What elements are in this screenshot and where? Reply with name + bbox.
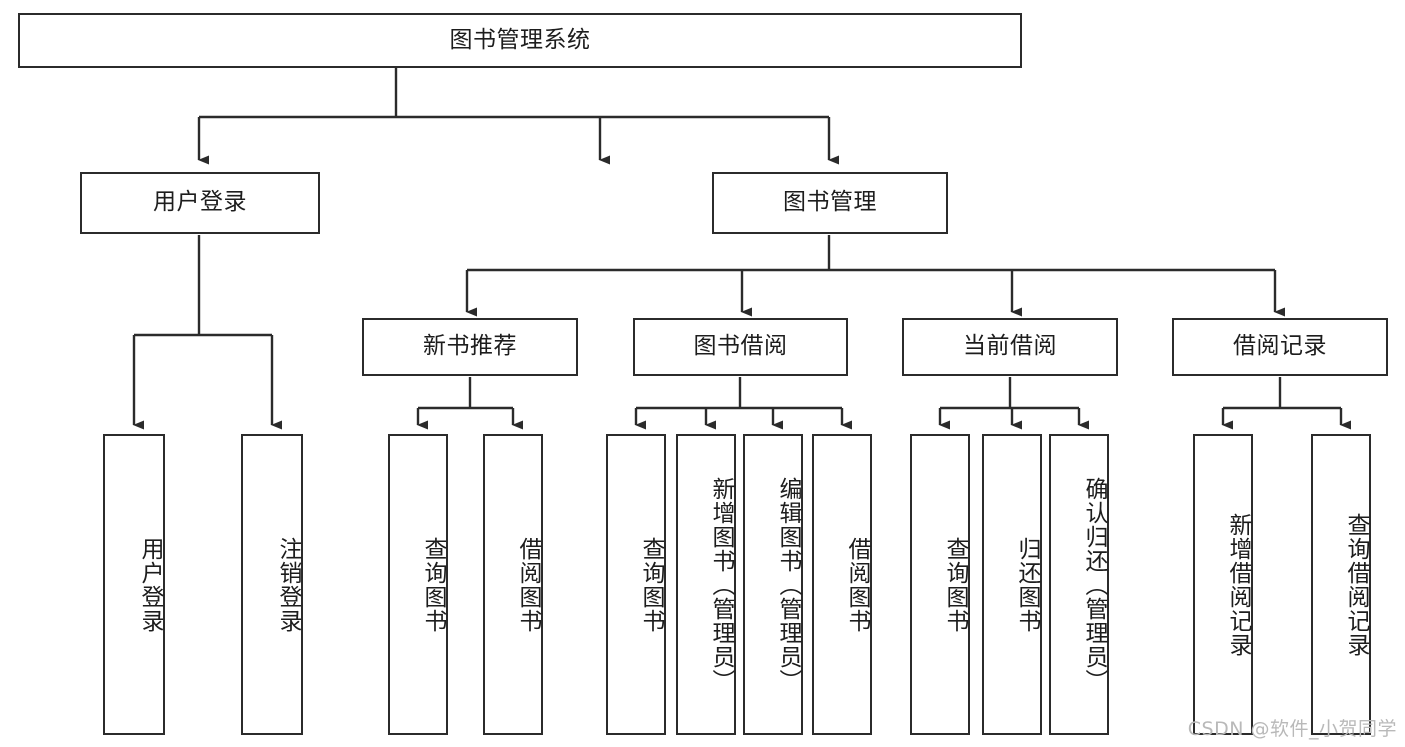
leaf-query-borrow-record[interactable]: 查询借阅记录 [1311,434,1371,735]
leaf-query-book-borrow[interactable]: 查询图书 [606,434,666,735]
leaf-borrow-book[interactable]: 借阅图书 [812,434,872,735]
node-label: 新书推荐 [423,333,517,360]
node-label: 借阅图书 [515,536,541,633]
leaf-query-book-recommend[interactable]: 查询图书 [388,434,448,735]
leaf-confirm-return-admin[interactable]: 确认归还（管理员） [1049,434,1109,735]
leaf-add-borrow-record[interactable]: 新增借阅记录 [1193,434,1253,735]
node-label: 当前借阅 [963,333,1057,360]
node-root-book-management-system[interactable]: 图书管理系统 [18,13,1022,68]
node-book-management[interactable]: 图书管理 [712,172,948,234]
node-label: 归还图书 [1014,536,1040,633]
node-label: 借阅记录 [1233,333,1327,360]
node-label: 查询图书 [942,536,968,633]
node-book-borrow[interactable]: 图书借阅 [633,318,848,376]
node-label: 图书管理系统 [449,26,591,53]
node-label: 用户登录 [137,536,163,633]
node-current-borrow[interactable]: 当前借阅 [902,318,1118,376]
node-label: 注销登录 [275,536,301,633]
node-label: 新增借阅记录 [1225,512,1251,657]
leaf-user-login[interactable]: 用户登录 [103,434,165,735]
leaf-user-logout[interactable]: 注销登录 [241,434,303,735]
node-label: 编辑图书（管理员） [775,476,801,693]
node-label: 借阅图书 [844,536,870,633]
node-label: 图书借阅 [693,333,788,360]
node-borrow-record[interactable]: 借阅记录 [1172,318,1388,376]
leaf-borrow-book-recommend[interactable]: 借阅图书 [483,434,543,735]
node-new-book-recommend[interactable]: 新书推荐 [362,318,578,376]
node-label: 确认归还（管理员） [1081,476,1107,693]
node-user-login[interactable]: 用户登录 [80,172,320,234]
node-label: 图书管理 [783,189,877,216]
node-label: 查询图书 [638,536,664,633]
leaf-edit-book-admin[interactable]: 编辑图书（管理员） [743,434,803,735]
node-label: 查询图书 [420,536,446,633]
leaf-add-book-admin[interactable]: 新增图书（管理员） [676,434,736,735]
leaf-return-book[interactable]: 归还图书 [982,434,1042,735]
watermark-csdn: CSDN @软件_小贺同学 [1187,718,1397,740]
leaf-query-book-current[interactable]: 查询图书 [910,434,970,735]
node-label: 用户登录 [153,189,247,216]
node-label: 查询借阅记录 [1343,512,1369,657]
node-label: 新增图书（管理员） [708,476,734,693]
